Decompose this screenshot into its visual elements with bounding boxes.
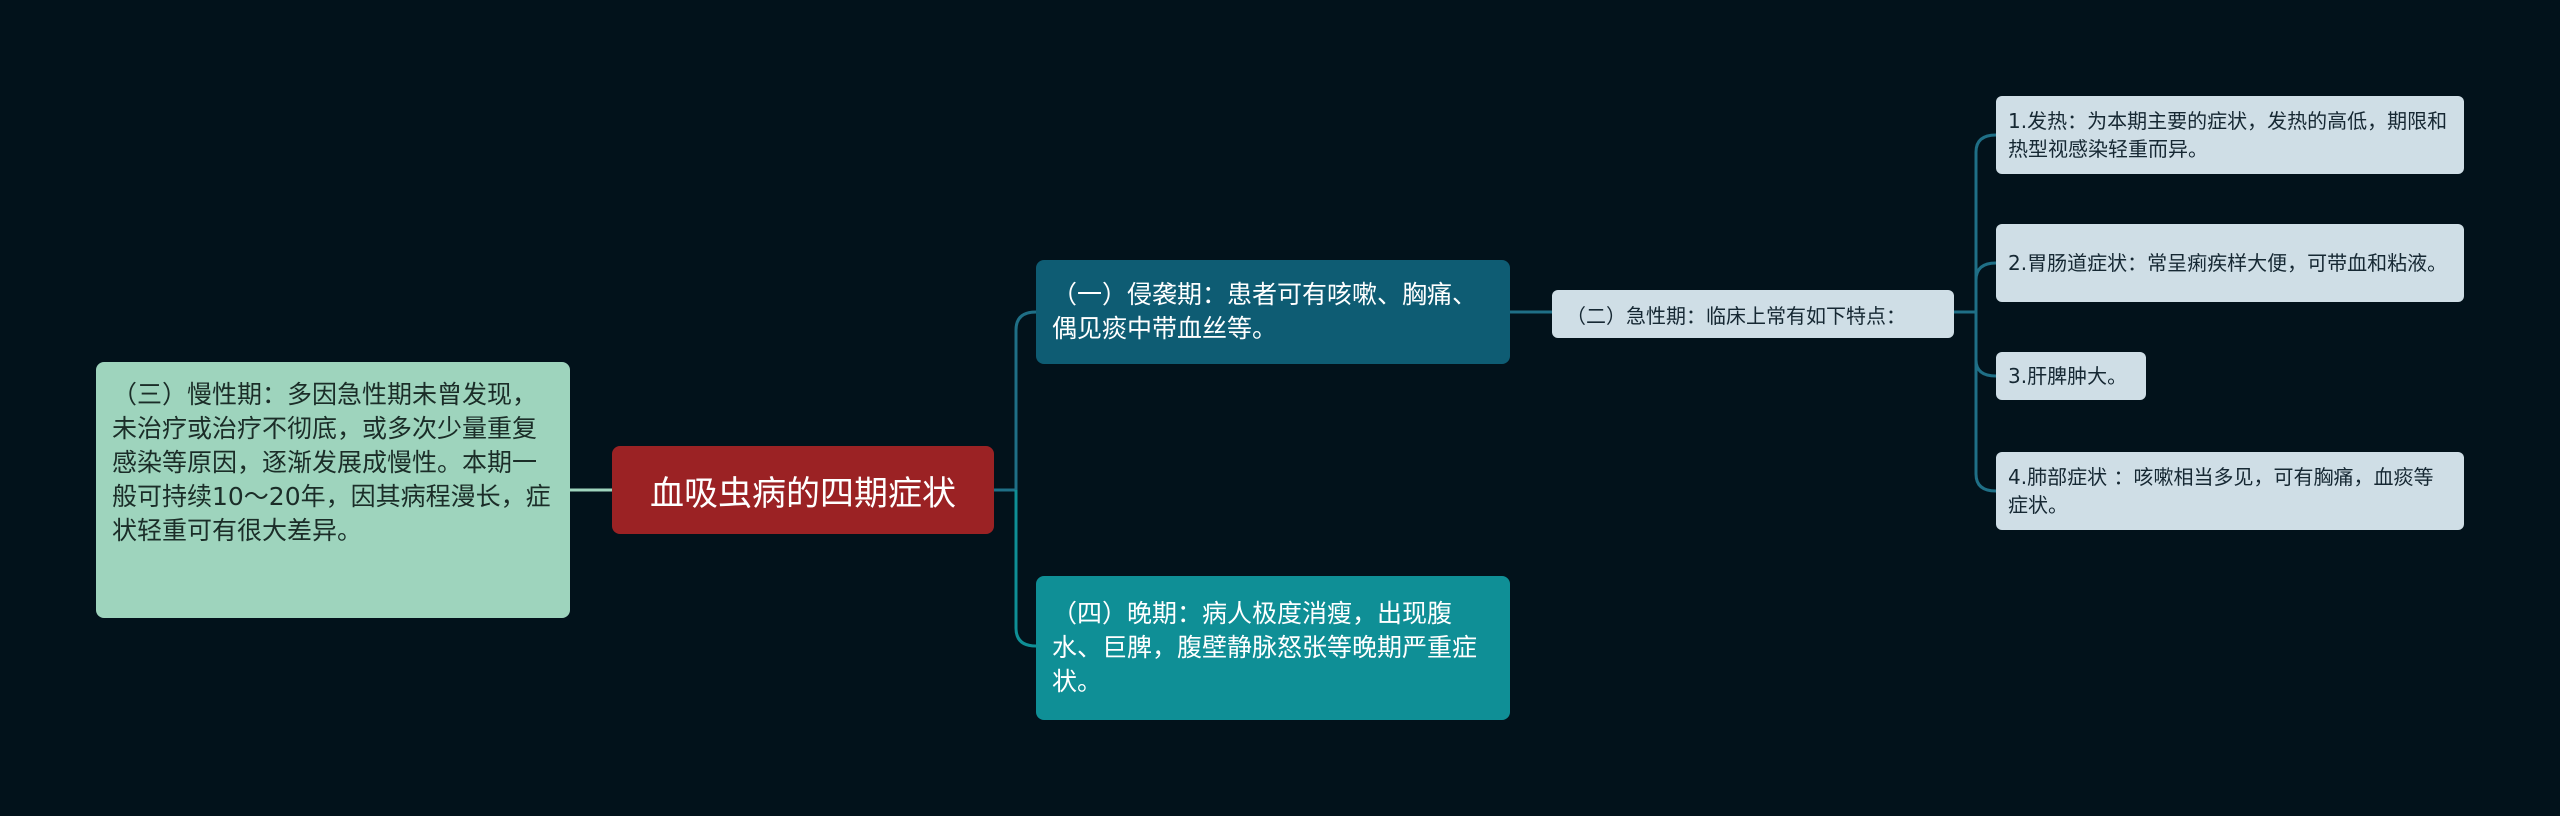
connector-trunk-late	[1014, 490, 1037, 648]
connector-acute-leaf1	[1974, 133, 1997, 312]
acute-lung-label: 4.肺部症状 ：咳嗽相当多见，可有胸痛，血痰等症状。	[2008, 465, 2434, 517]
acute-gastro-label: 2.胃肠道症状：常呈痢疾样大便，可带血和粘液。	[2008, 251, 2448, 275]
connector-acute-leaf2	[1974, 261, 1997, 312]
connector-acute-leaf4	[1974, 312, 1997, 493]
connector-acute-leaf3	[1974, 312, 1997, 378]
acute-stage-label: （二）急性期：临床上常有如下特点：	[1566, 303, 1906, 328]
root-node[interactable]: 血吸虫病的四期症状	[612, 446, 994, 534]
late-stage-label: （四）晚期：病人极度消瘦，出现腹水、巨脾，腹壁静脉怒张等晚期严重症状。	[1052, 599, 1478, 696]
node-acute-gastro[interactable]: 2.胃肠道症状：常呈痢疾样大便，可带血和粘液。	[1996, 224, 2464, 302]
node-acute-stage[interactable]: （二）急性期：临床上常有如下特点：	[1552, 290, 1954, 338]
node-chronic-stage[interactable]: （三）慢性期：多因急性期未曾发现，未治疗或治疗不彻底，或多次少量重复感染等原因，…	[96, 362, 570, 618]
invasive-stage-label: （一）侵袭期：患者可有咳嗽、胸痛、偶见痰中带血丝等。	[1052, 280, 1478, 343]
root-label: 血吸虫病的四期症状	[650, 473, 956, 514]
connector-trunk-invasive	[1014, 310, 1037, 490]
node-acute-lung[interactable]: 4.肺部症状 ：咳嗽相当多见，可有胸痛，血痰等症状。	[1996, 452, 2464, 530]
node-invasive-stage[interactable]: （一）侵袭期：患者可有咳嗽、胸痛、偶见痰中带血丝等。	[1036, 260, 1510, 364]
acute-hepatosplenomegaly-label: 3.肝脾肿大。	[2008, 364, 2128, 388]
node-late-stage[interactable]: （四）晚期：病人极度消瘦，出现腹水、巨脾，腹壁静脉怒张等晚期严重症状。	[1036, 576, 1510, 720]
acute-fever-label: 1.发热：为本期主要的症状，发热的高低，期限和热型视感染轻重而异。	[2008, 109, 2448, 161]
chronic-stage-label: （三）慢性期：多因急性期未曾发现，未治疗或治疗不彻底，或多次少量重复感染等原因，…	[112, 380, 551, 545]
node-acute-hepatosplenomegaly[interactable]: 3.肝脾肿大。	[1996, 352, 2146, 400]
node-acute-fever[interactable]: 1.发热：为本期主要的症状，发热的高低，期限和热型视感染轻重而异。	[1996, 96, 2464, 174]
